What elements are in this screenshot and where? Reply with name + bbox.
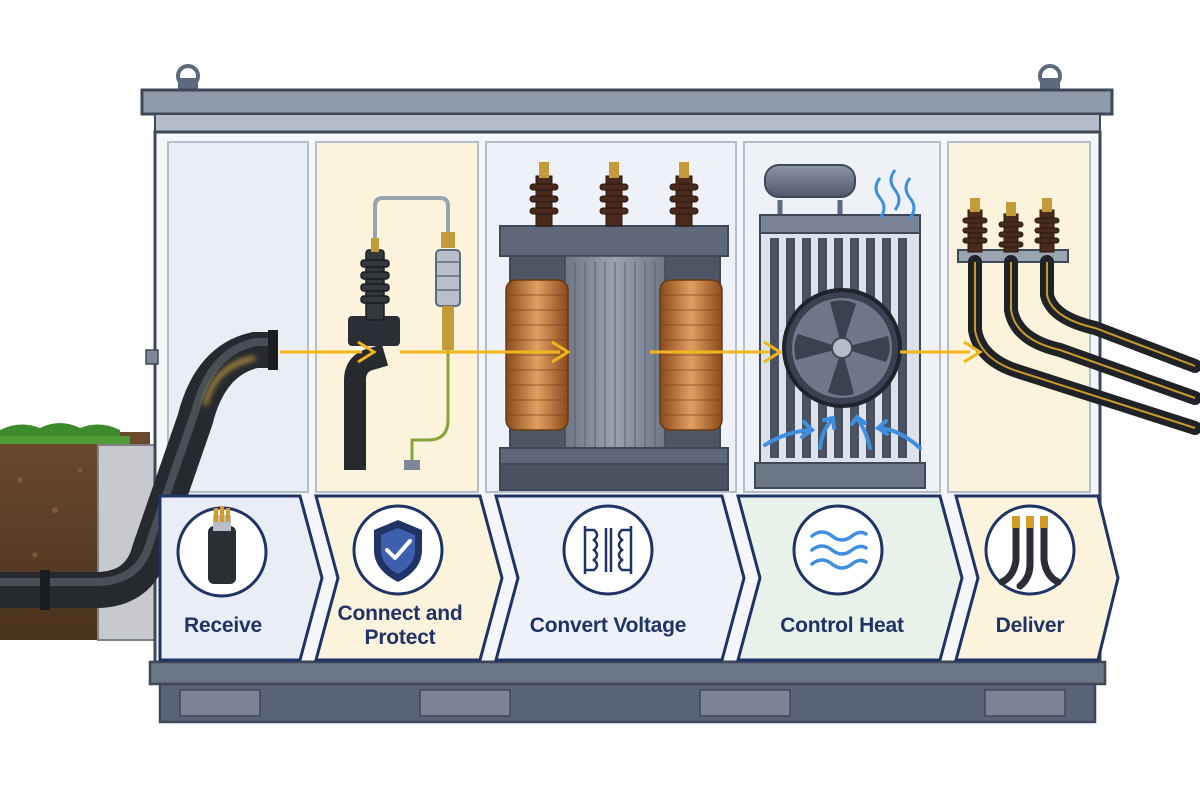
step-label-receive: Receive	[184, 614, 262, 637]
airflow-arrows	[763, 414, 922, 450]
step-label-deliver: Deliver	[995, 614, 1065, 637]
cable-termination-bushing	[344, 238, 400, 470]
cooling-fan-icon	[782, 288, 902, 408]
output-cables-icon	[984, 504, 1076, 596]
cable-icon	[176, 506, 268, 598]
step-label-control-heat: Control Heat	[780, 614, 904, 637]
hv-bushings	[529, 175, 699, 227]
base-skid	[148, 660, 1107, 724]
shield-check-icon	[352, 504, 444, 596]
step-label-connect-and-protect: Connect and Protect	[337, 602, 463, 649]
transformer	[499, 162, 729, 491]
output-bushings-and-cables	[957, 198, 1200, 435]
power-flow-arrows	[280, 340, 983, 364]
surge-arrester	[373, 196, 461, 470]
step-label-convert-voltage: Convert Voltage	[529, 614, 687, 637]
heat-waves-icon	[792, 504, 884, 596]
transformer-symbol-icon	[562, 504, 654, 596]
incoming-cable	[0, 330, 278, 610]
